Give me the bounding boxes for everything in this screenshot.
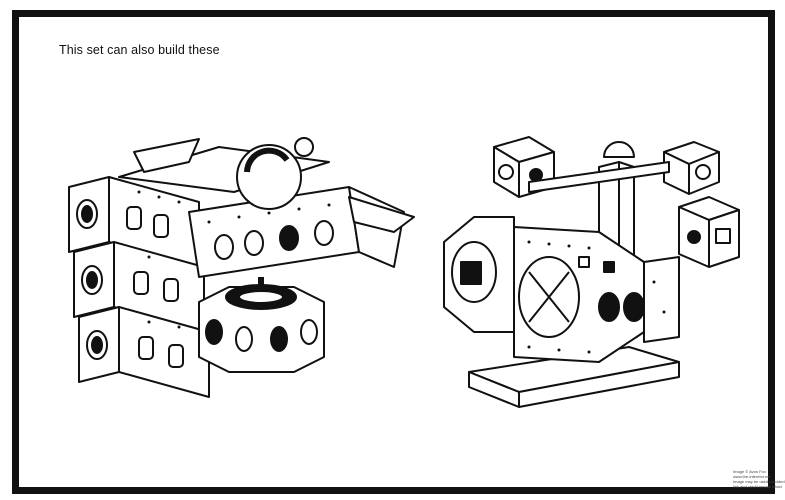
credit-line: Image © Avon Fox <box>733 469 766 474</box>
rivet-dots <box>137 190 331 329</box>
right-model-illustration <box>443 136 740 408</box>
credit-line: www.the-interetor.net <box>733 474 771 479</box>
page-heading: This set can also build these <box>59 43 220 57</box>
credit-line: link and credit remain intact <box>733 484 782 489</box>
page-border: This set can also build these <box>12 10 785 494</box>
left-stack-module <box>73 241 205 333</box>
left-stack-module <box>68 176 200 268</box>
image-credit: Image © Avon Fox www.the-interetor.net I… <box>733 469 785 489</box>
rivet-dots <box>527 240 666 354</box>
left-stack-module <box>78 306 210 398</box>
left-model-illustration <box>68 137 415 398</box>
credit-line: Image may be used provided <box>733 479 785 484</box>
